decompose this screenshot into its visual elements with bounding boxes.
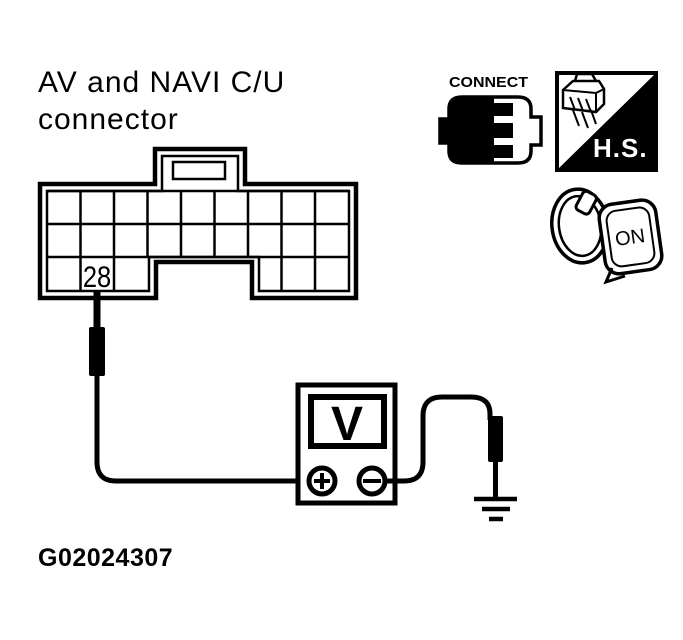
connector-grid-verticals-upper [79, 191, 317, 257]
ignition-on-icon: ON [550, 187, 664, 285]
hs-connector-glyph [561, 72, 606, 129]
lead-wire-left [94, 375, 311, 484]
connector-diagram: 28 [37, 146, 359, 301]
ground-icon [474, 496, 517, 522]
hs-glyph-latch [573, 72, 598, 82]
connector-grid-verticals-bottom [79, 257, 317, 291]
hs-badge: H.S. [555, 71, 658, 172]
ignition-key-head: ON [597, 198, 664, 276]
figure-title-line1: AV and NAVI C/U [38, 66, 285, 99]
test-lead-negative [385, 394, 517, 522]
connect-icon-plug [440, 97, 513, 163]
probe-grip-right [488, 416, 503, 462]
test-lead-positive [89, 291, 311, 484]
pin-terminal-stub [93, 291, 101, 328]
ignition-slot [574, 189, 598, 216]
connect-icon [438, 95, 543, 165]
key-tail [603, 267, 626, 285]
hs-glyph-edges [562, 88, 605, 112]
voltmeter-display [308, 394, 387, 449]
voltmeter: V [295, 382, 398, 506]
pin-28-label: 28 [83, 260, 111, 293]
probe-grip-left [89, 327, 105, 376]
figure-title-line2: connector [38, 103, 179, 136]
key-head-inner [605, 206, 656, 268]
hs-glyph-pins [569, 96, 597, 129]
ignition-on-label: ON [614, 225, 647, 251]
figure-id: G02024307 [38, 544, 173, 572]
connector-latch [171, 160, 227, 181]
key-head-outer [597, 198, 664, 276]
hs-label: H.S. [593, 133, 648, 163]
lead-wire-right [385, 394, 493, 484]
connect-label: CONNECT [449, 74, 528, 91]
connector-inner-outline [45, 154, 351, 293]
plus-icon [314, 473, 330, 489]
voltmeter-display-label: V [331, 398, 363, 451]
hs-glyph-box [561, 79, 606, 114]
connector-grid-horizontals [47, 189, 349, 259]
hs-icon-triangle [557, 73, 656, 170]
connect-badge: CONNECT [438, 74, 543, 165]
